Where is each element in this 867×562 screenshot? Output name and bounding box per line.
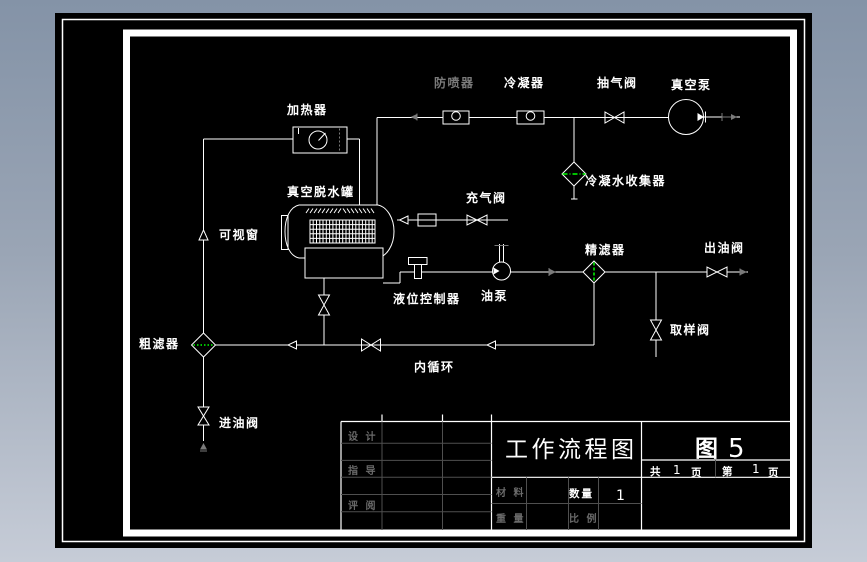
quantity-label: 数量 (568, 487, 594, 500)
inner-loop-label: 内循环 (414, 359, 455, 374)
inlet-valve-label: 进油阀 (219, 415, 260, 430)
sight-window-label: 可视窗 (219, 227, 260, 242)
scale-label: 比 例 (569, 512, 598, 525)
fine-filter-symbol (582, 260, 606, 284)
total-page-unit: 页 (691, 467, 702, 479)
drawing-title: 工作流程图 (505, 437, 638, 463)
coarse-filter-symbol (190, 332, 217, 358)
vacuum-pump-label: 真空泵 (671, 77, 712, 92)
coarse-filter-label: 粗滤器 (139, 336, 180, 351)
vacuum-tank-label: 真空脱水罐 (287, 184, 355, 199)
blowout-preventer-symbol (442, 110, 470, 125)
figure-number: 5 (728, 434, 745, 464)
sight-glass (281, 215, 289, 250)
weight-label: 重 量 (496, 512, 525, 525)
condensate-collector-label: 冷凝水收集器 (585, 173, 666, 188)
outlet-valve-label: 出油阀 (704, 240, 745, 255)
advisor-label: 指 导 (348, 464, 377, 477)
design-label: 设 计 (348, 430, 377, 443)
outlet-valve-symbol (706, 266, 747, 278)
figure-label: 图 (695, 436, 718, 462)
heater-symbol (292, 126, 348, 154)
extraction-valve-symbol (604, 111, 625, 124)
fine-filter-label: 精滤器 (585, 242, 626, 257)
flow-arrows (198, 113, 496, 350)
blowout-preventer-label: 防喷器 (434, 75, 475, 90)
sampling-valve-label: 取样阀 (670, 322, 711, 337)
sheet-number: 1 (752, 462, 760, 476)
oil-pump-label: 油泵 (481, 288, 508, 303)
inner-frame (123, 29, 797, 537)
extraction-valve-label: 抽气阀 (597, 75, 638, 90)
sampling-valve-symbol (649, 319, 663, 341)
inflation-valve-symbol (398, 213, 488, 227)
level-controller-symbol (408, 257, 428, 279)
oil-pump-symbol (492, 245, 556, 281)
tank-hatch (305, 208, 375, 214)
inner-loop-valve-symbol (361, 338, 381, 352)
quantity-value: 1 (616, 488, 625, 504)
total-pages: 1 (673, 463, 681, 477)
inlet-valve-symbol (197, 406, 210, 452)
sheet-page-unit: 页 (768, 467, 779, 479)
condenser-symbol (516, 110, 545, 125)
title-block: 设 计 指 导 评 阅 工作流程图 材 料 数量 1 重 量 比 例 图 5 共… (340, 414, 790, 530)
tank-drain-valve-symbol (317, 294, 331, 316)
review-label: 评 阅 (348, 499, 377, 512)
inflation-valve-label: 充气阀 (466, 190, 507, 205)
vacuum-pump-symbol (668, 99, 737, 135)
tank-sump (304, 247, 384, 279)
condenser-label: 冷凝器 (504, 75, 545, 90)
heater-label: 加热器 (286, 102, 328, 117)
level-controller-label: 液位控制器 (393, 291, 461, 306)
material-label: 材 料 (496, 486, 525, 499)
condensate-collector-symbol (561, 161, 587, 187)
vacuum-tank-symbol (281, 204, 395, 279)
tank-grid (310, 220, 375, 244)
outer-border (61, 18, 806, 543)
sheet-label: 第 (722, 465, 733, 478)
total-label: 共 (650, 465, 661, 478)
